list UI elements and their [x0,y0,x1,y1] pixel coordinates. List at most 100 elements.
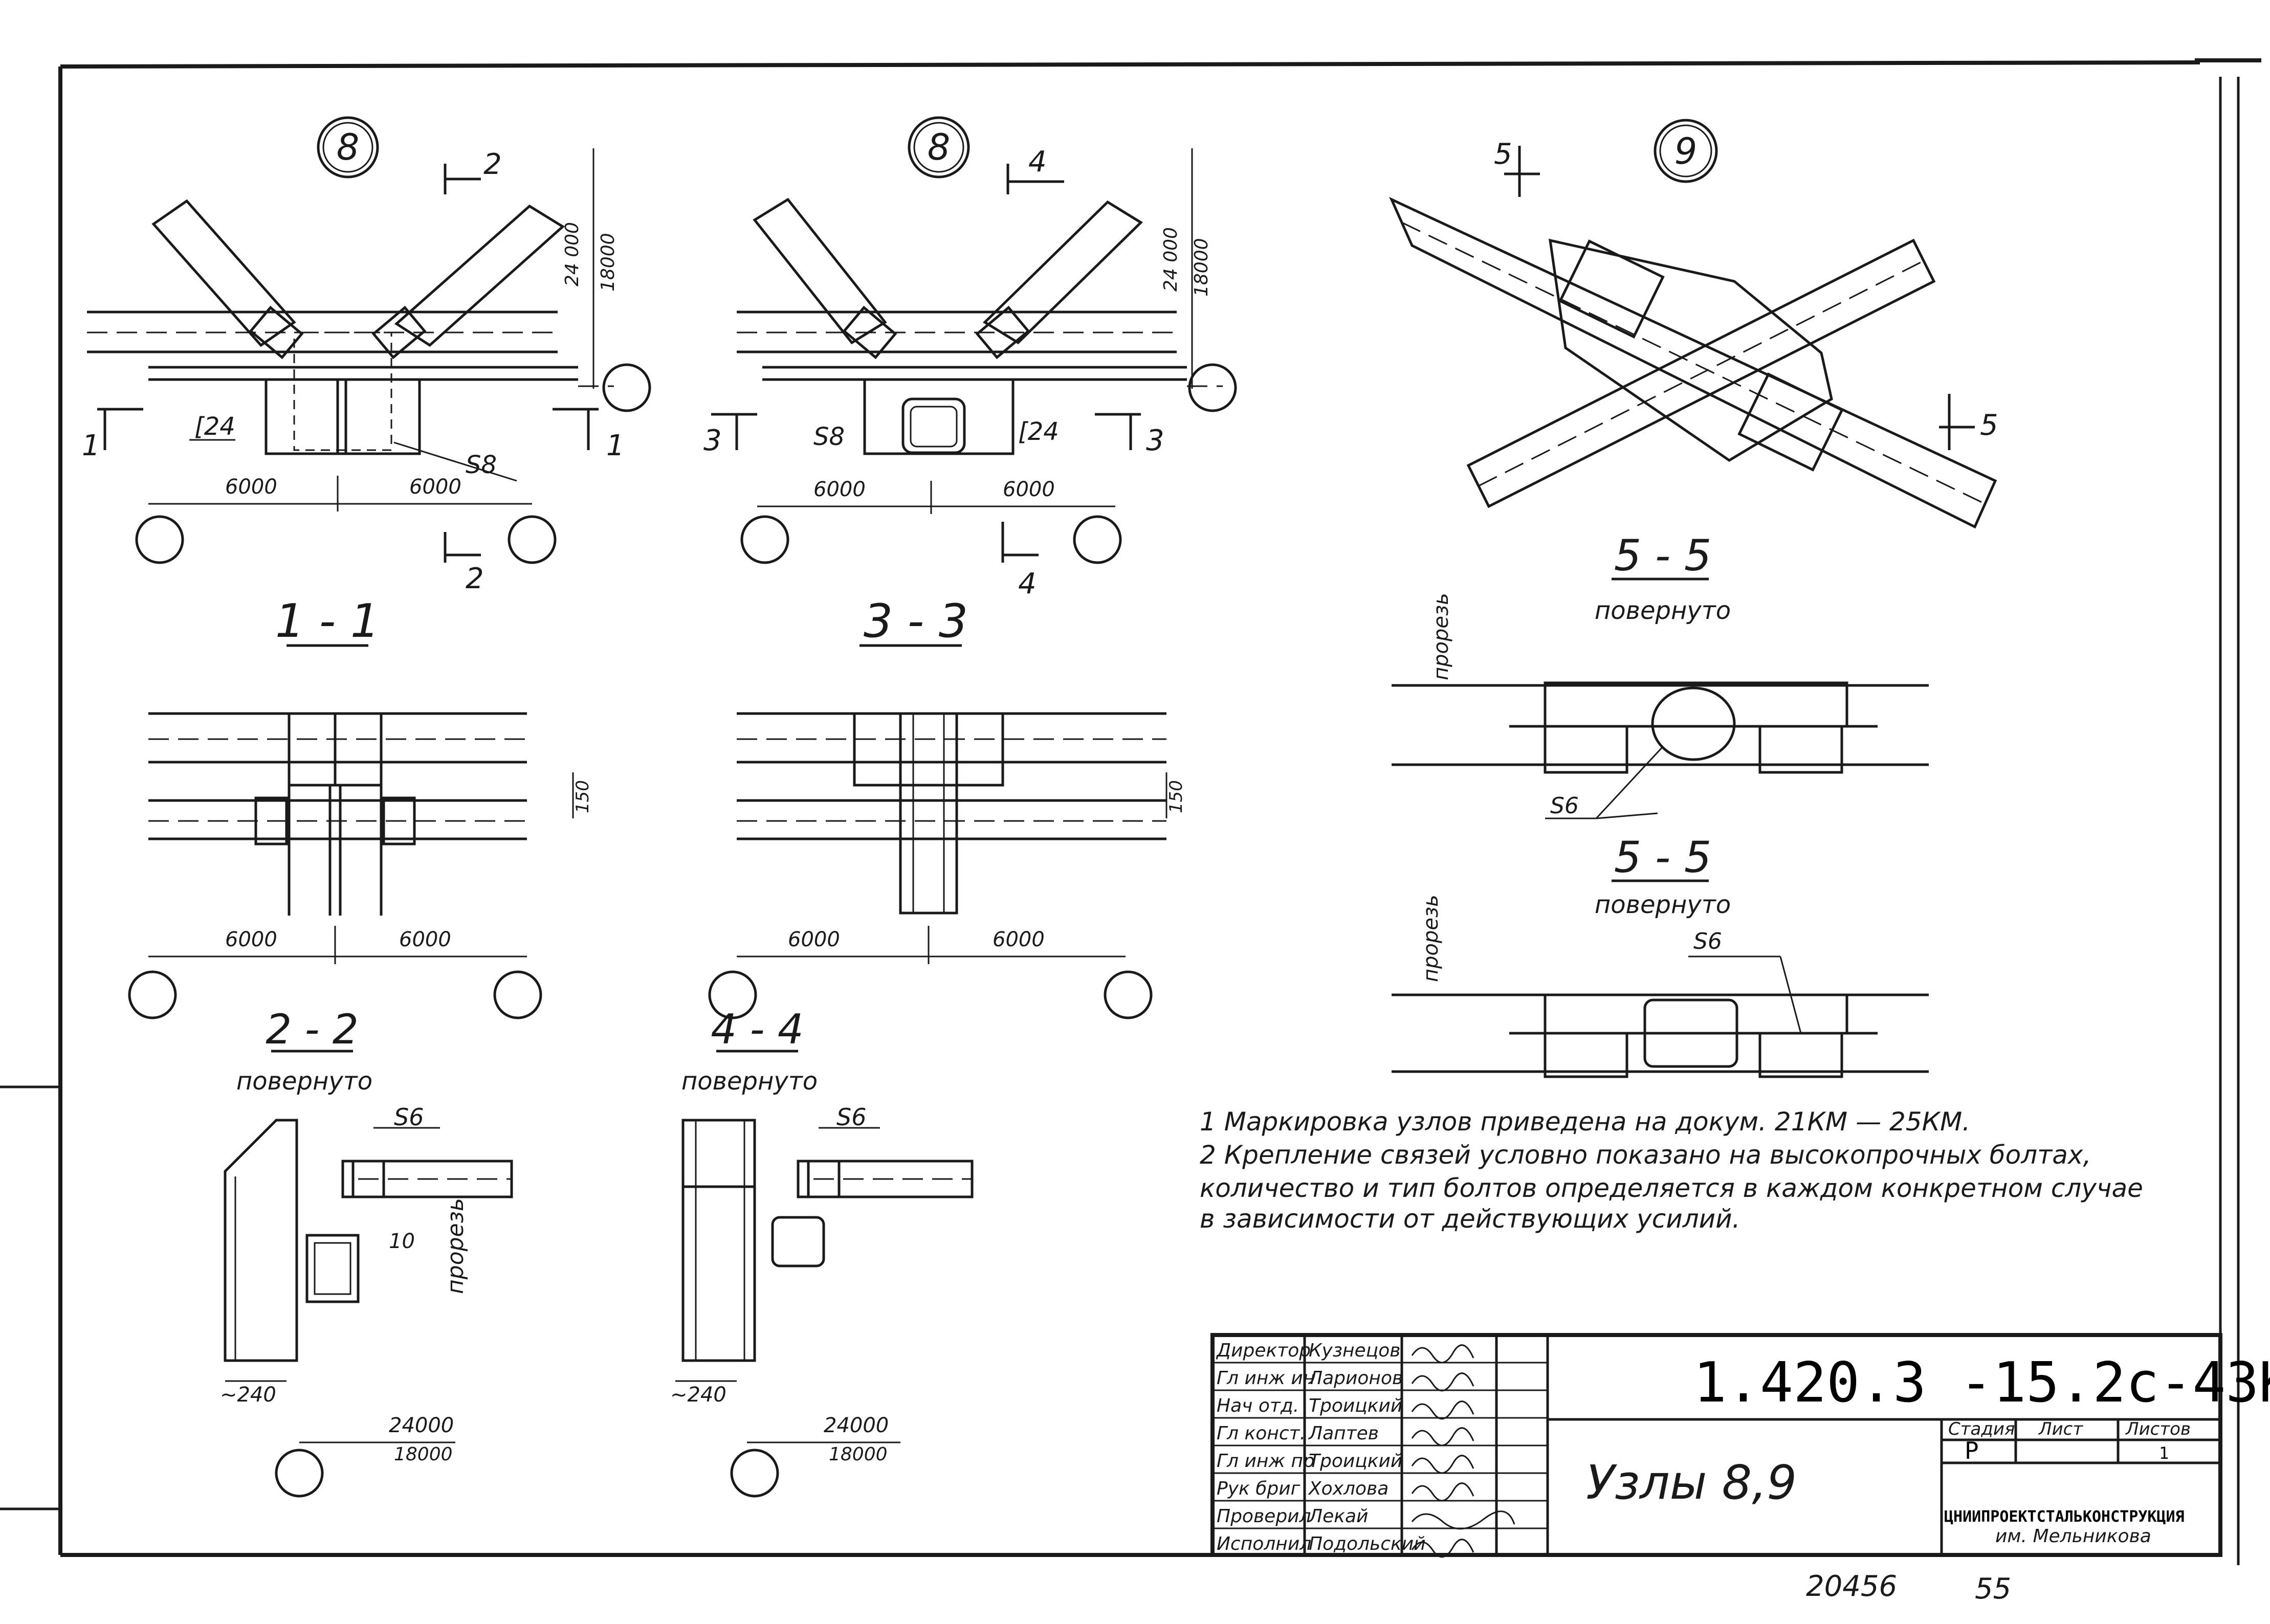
svg-text:18000: 18000 [1191,238,1212,297]
name-5: Троицкий [1309,1451,1402,1472]
section-5-5-a: 5 - 5 повернуто прорезь S6 [1392,530,1929,819]
svg-text:24 000: 24 000 [562,222,583,286]
svg-text:~240: ~240 [670,1383,726,1407]
section-4-4-title: 4 - 4 [711,1006,804,1053]
sheet-frame [0,58,2261,1565]
svg-text:~240: ~240 [220,1383,276,1407]
sheet-title: Узлы 8,9 [1586,1455,1797,1510]
note-line-1: 1 Маркировка узлов приведена на докум. 2… [1200,1107,1970,1137]
role-7: Проверил [1217,1506,1311,1527]
svg-text:2: 2 [483,148,502,181]
footer: 20456 55 [1806,1570,2011,1606]
stage-label: Стадия [1948,1419,2015,1439]
svg-text:повернуто: повернуто [1595,596,1731,625]
title-block: Директор Гл инж ин Нач отд. Гл конст. Гл… [1210,1333,2270,1558]
svg-text:прорезь: прорезь [1419,895,1443,982]
svg-text:18000: 18000 [829,1444,888,1465]
section-5-5-a-title: 5 - 5 [1614,530,1712,581]
name-2: Ларионов [1308,1368,1403,1389]
node8-left-marker-label: 8 [337,126,360,168]
org-subname: им. Мельникова [1995,1526,2151,1547]
svg-text:S6: S6 [1693,928,1722,954]
notes: 1 Маркировка узлов приведена на докум. 2… [1200,1107,2143,1234]
svg-text:прорезь: прорезь [443,1198,469,1294]
svg-text:5: 5 [1980,409,1998,442]
svg-text:150: 150 [572,780,593,813]
svg-text:повернуто: повернуто [1595,891,1731,919]
sheets-value: 1 [2159,1443,2169,1463]
svg-text:[24: [24 [194,412,235,441]
note-line-3: количество и тип болтов определяется в к… [1200,1173,2143,1203]
svg-text:6000: 6000 [993,928,1045,951]
svg-text:6000: 6000 [225,475,277,499]
role-4: Гл конст. [1217,1423,1306,1444]
name-7: Лекай [1308,1506,1368,1527]
signature-marks [1411,1344,1515,1558]
svg-text:S6: S6 [394,1103,424,1131]
sheet-label: Лист [2038,1419,2083,1439]
section-5-5-b: 5 - 5 повернуто S6 прорезь [1392,832,1929,1078]
svg-text:3: 3 [703,424,722,457]
svg-text:24000: 24000 [824,1414,889,1437]
svg-text:2: 2 [466,562,484,595]
svg-text:18000: 18000 [598,233,619,292]
svg-text:прорезь: прорезь [1429,593,1453,680]
note-line-4: в зависимости от действующих усилий. [1200,1204,1740,1234]
svg-text:24 000: 24 000 [1160,227,1181,292]
name-1: Кузнецов [1309,1340,1400,1361]
svg-text:5: 5 [1494,138,1512,171]
doc-code: 1.420.3 -15.2с-43КМ [1693,1351,2270,1415]
section-4-4: 4 - 4 повернуто S6 ~240 24000 18000 [670,1006,974,1498]
role-5: Гл инж пр [1217,1451,1315,1472]
inventory-number: 20456 [1806,1570,1897,1603]
svg-text:4: 4 [1028,145,1047,179]
name-6: Хохлова [1308,1478,1389,1499]
svg-text:повернуто: повернуто [236,1067,372,1096]
section-5-5-b-title: 5 - 5 [1614,832,1712,882]
svg-text:S6: S6 [1550,793,1579,819]
svg-text:6000: 6000 [399,928,451,951]
role-8: Исполнил [1217,1533,1311,1554]
section-3-3: 3 - 3 150 6000 6000 [708,594,1186,1019]
name-4: Лаптев [1308,1423,1379,1444]
svg-text:6000: 6000 [788,928,840,951]
section-1-1: 1 - 1 150 6000 6000 [128,594,593,1019]
role-3: Нач отд. [1217,1395,1299,1416]
svg-text:6000: 6000 [409,475,461,499]
svg-text:S6: S6 [836,1103,866,1131]
node8-right-marker: 8 [908,116,970,179]
svg-text:24000: 24000 [389,1414,454,1437]
section-1-1-title: 1 - 1 [275,594,380,648]
svg-text:18000: 18000 [394,1444,453,1465]
svg-text:повернуто: повернуто [681,1067,818,1096]
page-number: 55 [1975,1572,2011,1606]
svg-text:10: 10 [389,1230,415,1253]
node9-marker: 9 [1654,119,1718,183]
svg-text:150: 150 [1166,780,1186,813]
svg-text:S8: S8 [813,422,845,451]
role-1: Директор [1216,1340,1311,1361]
svg-text:[24: [24 [1018,417,1059,446]
svg-text:3: 3 [1146,424,1164,457]
svg-text:6000: 6000 [813,478,866,501]
name-8: Подольский [1309,1533,1426,1554]
stage-value: Р [1965,1437,1979,1464]
svg-text:6000: 6000 [1003,478,1055,501]
svg-text:1: 1 [606,429,625,462]
section-2-2-title: 2 - 2 [266,1006,359,1053]
sheets-label: Листов [2125,1419,2191,1439]
name-3: Троицкий [1309,1395,1402,1416]
svg-text:8: 8 [928,126,951,168]
org-name: ЦНИИПРОЕКТСТАЛЬКОНСТРУКЦИЯ [1944,1508,2185,1526]
svg-text:9: 9 [1674,130,1698,172]
svg-text:1: 1 [82,429,100,462]
svg-text:6000: 6000 [225,928,277,951]
note-line-2: 2 Крепление связей условно показано на в… [1200,1140,2091,1170]
node8-left-marker: 8 [317,116,379,179]
node8-right-view: 8 4 4 3 3 [24 S8 24 000 18000 6000 [703,116,1237,600]
node8-left-view: 8 2 2 1 1 [24 S8 [82,116,651,595]
node9-view: 9 5 5 [1389,119,1998,529]
svg-text:S8: S8 [466,451,497,479]
section-2-2: 2 - 2 повернуто S6 10 прорезь ~240 24000… [220,1006,513,1498]
